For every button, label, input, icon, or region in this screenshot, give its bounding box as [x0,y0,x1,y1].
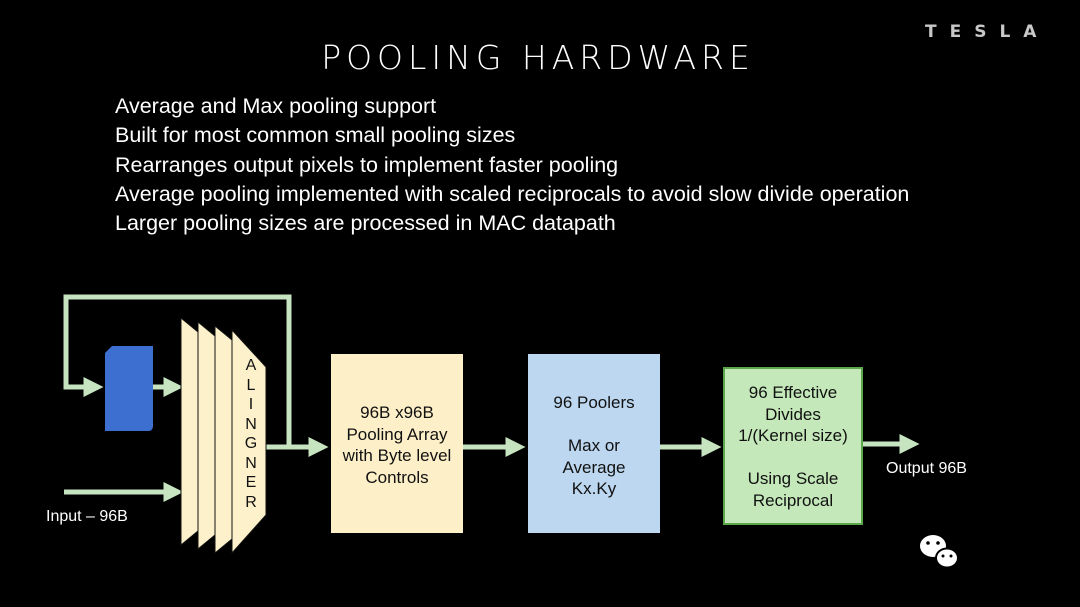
poolers-box [528,354,660,533]
aligner-plate [180,316,199,547]
bullet-item: Built for most common small pooling size… [115,123,516,148]
aligner-plate [214,324,233,555]
bullet-item: Average pooling implemented with scaled … [115,181,910,206]
bullet-list: Average and Max pooling support Built fo… [115,92,909,238]
slide-title: POOLING HARDWARE [321,38,755,77]
aligner-plate [197,320,216,551]
register-block [105,346,153,431]
bullet-item: Rearranges output pixels to implement fa… [115,152,619,177]
divides-box [723,367,863,525]
input-label: Input – 96B [46,508,128,525]
aligner-plate [231,328,267,555]
bullet-item: Larger pooling sizes are processed in MA… [115,211,616,236]
pooling-array-box [331,354,463,533]
wechat-icon [920,535,959,569]
output-label: Output 96B [886,460,967,477]
tesla-logo: TESLA [925,22,1050,42]
bullet-item: Average and Max pooling support [115,94,437,118]
